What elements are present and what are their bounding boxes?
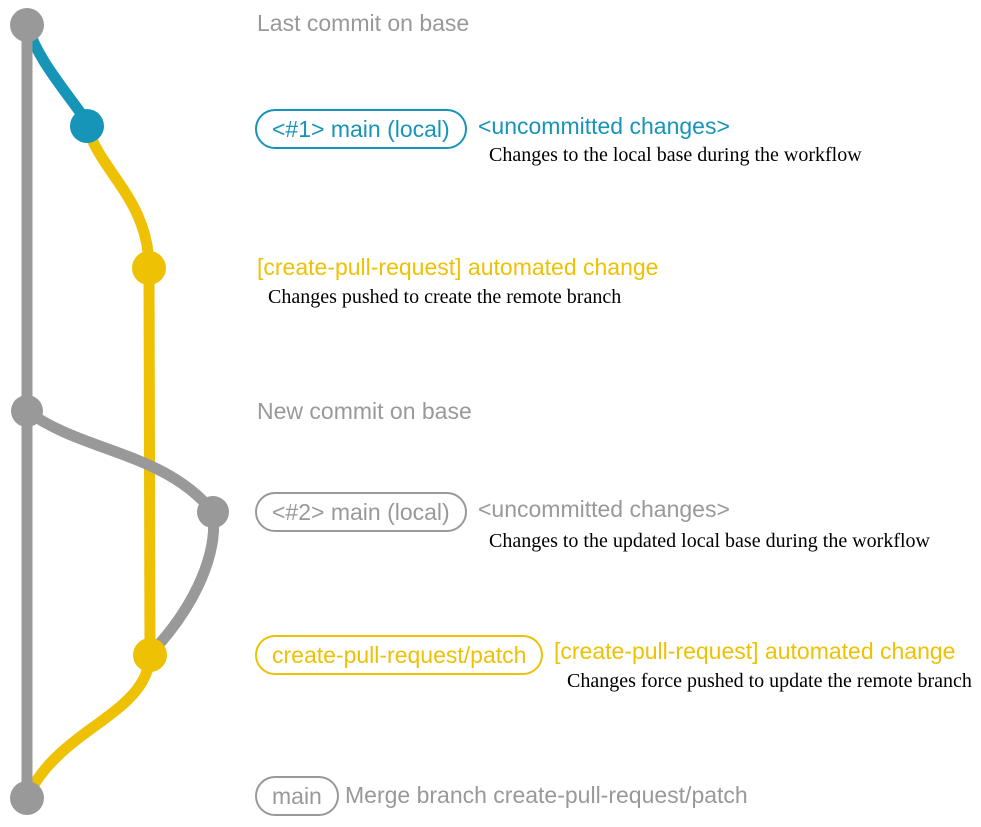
- note-local-base-changes-1: Changes to the local base during the wor…: [489, 144, 862, 166]
- branch-tag-main-local-2: <#2> main (local): [255, 492, 467, 532]
- edge-local1-to-patch1: [81, 120, 155, 274]
- commit-node-new-base: [11, 395, 43, 427]
- branch-tag-create-pull-request-patch: create-pull-request/patch: [255, 635, 544, 675]
- label-automated-change-1: [create-pull-request] automated change: [257, 254, 659, 280]
- edge-local2-to-patch2: [146, 506, 220, 658]
- commit-node-local1: [70, 109, 104, 143]
- edge-base-to-local2: [21, 405, 219, 518]
- commit-node-base-tip: [10, 8, 44, 42]
- branch-tag-main: main: [255, 776, 339, 816]
- commit-node-patch1: [132, 251, 166, 285]
- label-uncommitted-changes-1: <uncommitted changes>: [478, 113, 730, 139]
- commit-node-local2: [197, 496, 229, 528]
- git-graph: [10, 8, 229, 815]
- edge-base-to-local1: [21, 19, 93, 128]
- note-pushed-to-create-branch: Changes pushed to create the remote bran…: [268, 286, 622, 308]
- commit-node-merge: [10, 781, 44, 815]
- label-automated-change-2: [create-pull-request] automated change: [554, 638, 956, 664]
- label-last-commit-on-base: Last commit on base: [257, 10, 470, 36]
- note-local-base-changes-2: Changes to the updated local base during…: [489, 530, 930, 552]
- label-merge-branch: Merge branch create-pull-request/patch: [345, 782, 748, 808]
- note-force-pushed-update: Changes force pushed to update the remot…: [567, 670, 972, 692]
- label-new-commit-on-base: New commit on base: [257, 398, 472, 424]
- edge-patch2-to-merge: [21, 649, 156, 804]
- branch-tag-main-local-1: <#1> main (local): [255, 109, 467, 149]
- commit-node-patch2: [133, 638, 167, 672]
- label-uncommitted-changes-2: <uncommitted changes>: [478, 496, 730, 522]
